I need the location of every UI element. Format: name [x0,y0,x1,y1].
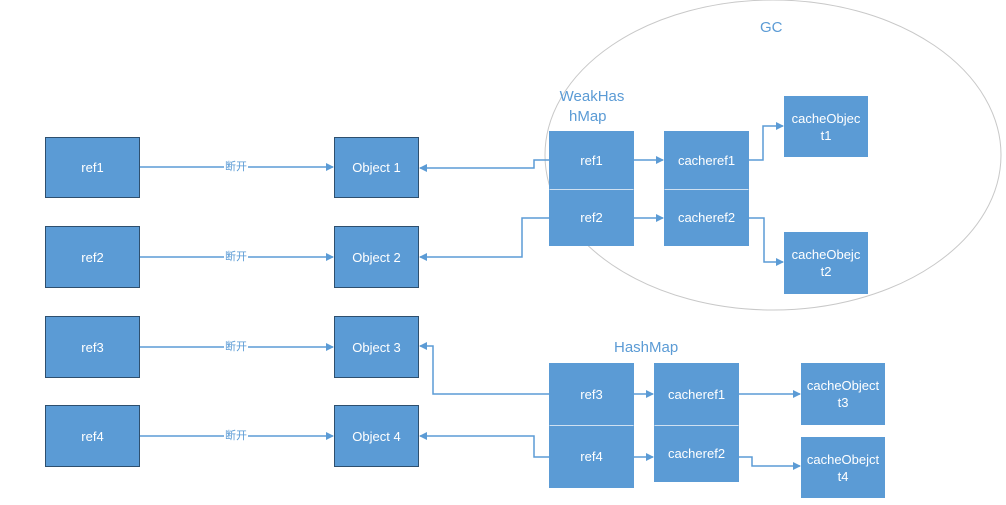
hash-cacheobject-3: cacheObject t3 [801,363,885,425]
weak-cacheobject-1-line2: t1 [820,127,832,143]
hashmap-label: HashMap [614,339,679,356]
hash-value-cell-2: cacheref2 [654,425,739,482]
weak-value-cell-2: cacheref2 [664,189,749,246]
hash-ref3-to-object3-connector [419,342,549,395]
hash-key-cell-1: ref3 [549,363,634,425]
gc-label: GC [760,19,783,36]
object2-box: Object 2 [334,226,419,288]
hash-key-cell-2: ref4 [549,425,634,488]
weak-key-cell-2: ref2 [549,189,634,246]
disconnect-label-ref3: 断开 [224,340,248,354]
weak-value-cell-1: cacheref1 [664,131,749,189]
weak-key-cell-1: ref1 [549,131,634,189]
ref1-box: ref1 [45,137,140,198]
cacheref2-to-cacheobject2-connector [749,217,784,266]
object4-box: Object 4 [334,405,419,467]
hash-cacheobject-4: cacheObejct t4 [801,437,885,498]
ref2-box: ref2 [45,226,140,288]
hash-cacheobject-4-line1: cacheObejct [806,451,880,467]
weak-ref2-to-object2-connector [419,217,549,261]
disconnect-label-ref2: 断开 [224,250,248,264]
weak-cacheobject-2-line1: cacheObejc [791,247,861,262]
weak-cacheobject-2: cacheObejc t2 [784,232,868,294]
hash-cacheobject-3-line2: t3 [837,395,849,410]
disconnect-label-ref1: 断开 [224,160,248,174]
weak-cacheobject-2-line2: t2 [820,264,832,279]
weak-ref1-to-object1-connector [419,159,549,172]
weakhashmap-label-line1: WeakHas [559,88,625,105]
hash-cacheobject-4-line2: t4 [837,468,849,484]
weak-cacheobject-1: cacheObjec t1 [784,96,868,157]
cacheref2-to-cacheobject4-connector [739,456,801,470]
cacheref1-to-cacheobject1-connector [749,122,784,161]
object1-box: Object 1 [334,137,419,198]
hash-ref4-to-object4-connector [419,432,549,458]
weakhashmap-label: WeakHas hMap [557,87,627,127]
gc-region-ellipse [544,0,1002,311]
ref4-box: ref4 [45,405,140,467]
disconnect-label-ref4: 断开 [224,429,248,443]
weakhashmap-label-line2: hMap [569,108,607,125]
ref3-box: ref3 [45,316,140,378]
object3-box: Object 3 [334,316,419,378]
hash-value-cell-1: cacheref1 [654,363,739,425]
hash-cacheobject-3-line1: cacheObject [806,378,880,393]
weak-cacheobject-1-line1: cacheObjec [791,110,861,126]
